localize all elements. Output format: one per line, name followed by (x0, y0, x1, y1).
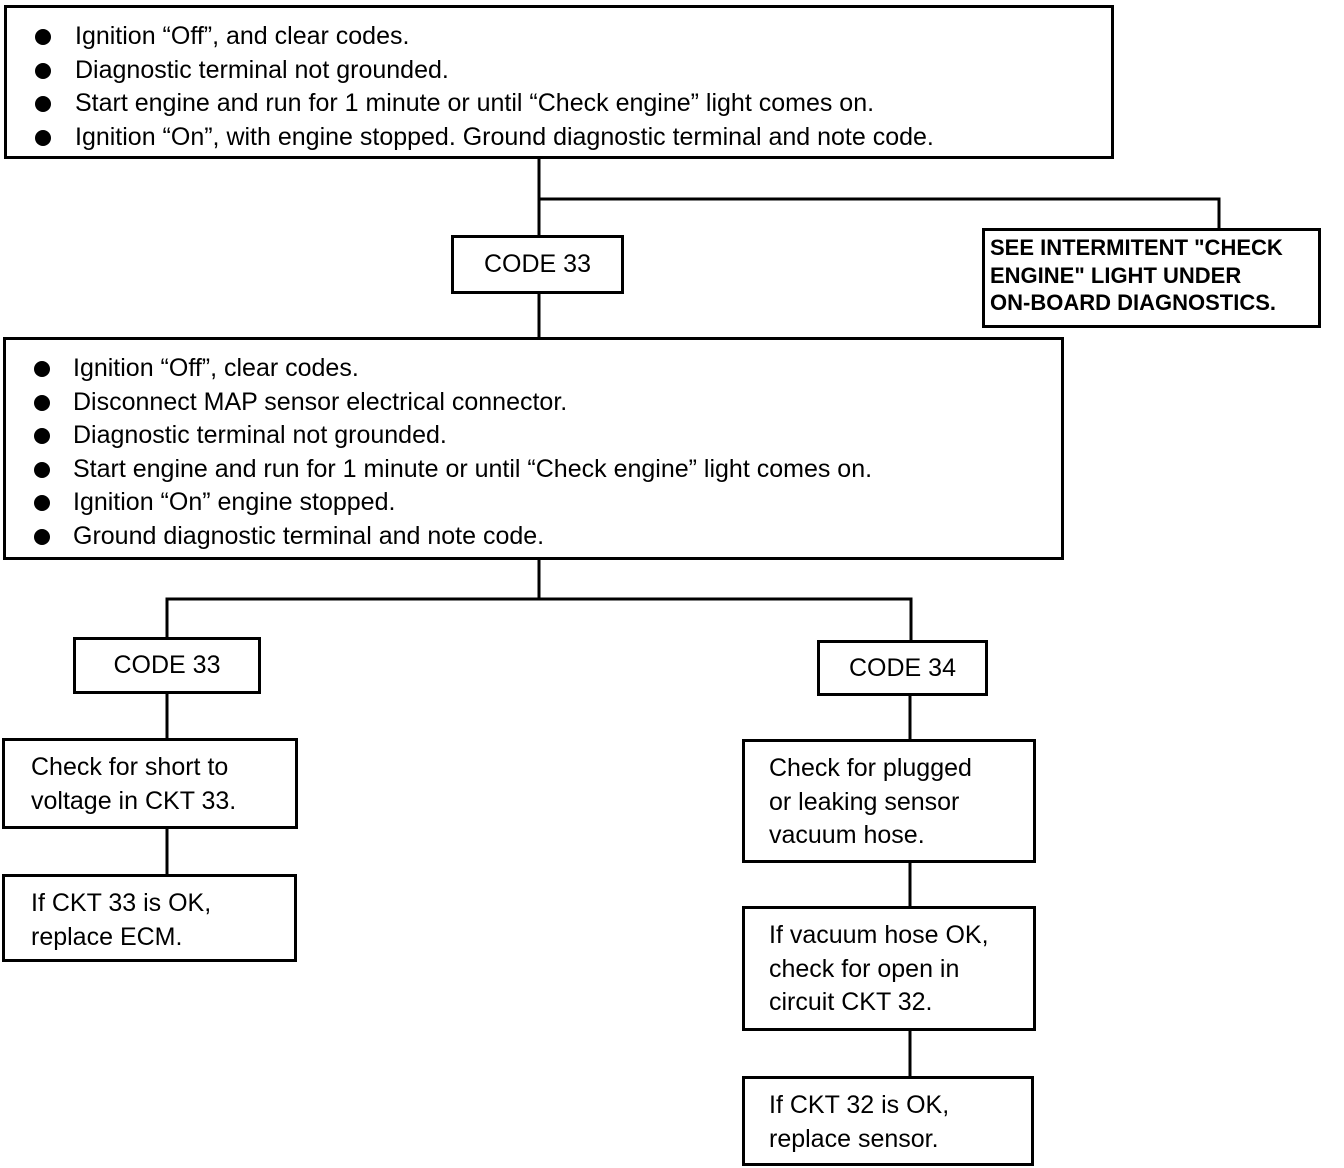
map-sensor-steps-list: Ignition “Off”, clear codes. Disconnect … (34, 352, 1061, 553)
initial-steps-list: Ignition “Off”, and clear codes. Diagnos… (35, 20, 1111, 154)
step-line: or leaking sensor (769, 787, 960, 816)
bullet-icon (34, 528, 50, 545)
list-item: Ignition “On” engine stopped. (34, 486, 1061, 520)
step-line: If vacuum hose OK, (769, 921, 989, 949)
bullet-icon (35, 62, 51, 79)
bullet-icon (35, 129, 51, 146)
bullet-icon (34, 428, 50, 444)
list-item: Disconnect MAP sensor electrical connect… (34, 386, 1061, 420)
vacuum-hose-check-box: Check for plugged or leaking sensor vacu… (742, 739, 1036, 863)
note-line: ON-BOARD DIAGNOSTICS. (990, 290, 1276, 315)
bullet-icon (35, 29, 51, 45)
note-line: ENGINE" LIGHT UNDER (990, 262, 1242, 288)
list-item: Ground diagnostic terminal and note code… (34, 520, 1061, 554)
bullet-icon (34, 495, 50, 511)
code-label: CODE 33 (113, 651, 221, 679)
intermittent-note-box: SEE INTERMITENT "CHECK ENGINE" LIGHT UND… (982, 228, 1321, 328)
list-item: Ignition “On”, with engine stopped. Grou… (35, 121, 1111, 155)
list-item: Diagnostic terminal not grounded. (35, 54, 1111, 88)
list-item: Diagnostic terminal not grounded. (34, 419, 1061, 453)
replace-ecm-box: If CKT 33 is OK, replace ECM. (2, 874, 297, 962)
open-circuit-check-box: If vacuum hose OK, check for open in cir… (742, 906, 1036, 1031)
bullet-icon (34, 394, 50, 411)
list-item: Start engine and run for 1 minute or unt… (34, 453, 1061, 487)
list-item: Ignition “Off”, clear codes. (34, 352, 1061, 386)
list-item: Start engine and run for 1 minute or unt… (35, 87, 1111, 121)
step-line: Check for short to (31, 753, 229, 781)
map-sensor-steps-box: Ignition “Off”, clear codes. Disconnect … (3, 337, 1064, 560)
short-to-voltage-check-box: Check for short to voltage in CKT 33. (2, 738, 298, 829)
step-line: voltage in CKT 33. (31, 786, 237, 815)
step-line: replace sensor. (769, 1124, 939, 1153)
step-line: check for open in (769, 954, 960, 983)
replace-sensor-box: If CKT 32 is OK, replace sensor. (742, 1076, 1034, 1166)
code-34-branch-box: CODE 34 (817, 640, 988, 696)
step-line: If CKT 33 is OK, (31, 889, 212, 917)
code-33-top-box: CODE 33 (451, 235, 624, 294)
step-line: Check for plugged (769, 754, 972, 782)
step-line: replace ECM. (31, 922, 183, 951)
note-line: SEE INTERMITENT "CHECK (990, 235, 1283, 260)
step-line: vacuum hose. (769, 821, 925, 849)
bullet-icon (35, 96, 51, 112)
list-item: Ignition “Off”, and clear codes. (35, 20, 1111, 54)
initial-steps-box: Ignition “Off”, and clear codes. Diagnos… (4, 5, 1114, 159)
step-line: If CKT 32 is OK, (769, 1091, 950, 1119)
code-label: CODE 34 (849, 653, 956, 682)
step-line: circuit CKT 32. (769, 988, 933, 1016)
bullet-icon (34, 461, 50, 478)
code-33-branch-box: CODE 33 (73, 637, 261, 694)
bullet-icon (34, 361, 50, 377)
code-label: CODE 33 (484, 250, 591, 278)
